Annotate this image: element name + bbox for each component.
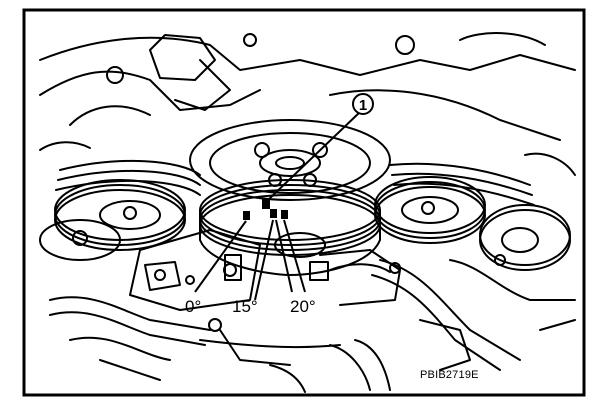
leader-line-0: [194, 220, 247, 293]
timing-mark-15: [270, 209, 277, 218]
leader-line-20a: [275, 219, 293, 293]
timing-label-15: 15°: [232, 297, 258, 316]
figure-frame: [22, 8, 586, 397]
leader-lines: [194, 111, 361, 301]
callout-circle: [352, 93, 374, 115]
leader-line-callout: [267, 111, 361, 201]
callout-number: 1: [359, 97, 367, 114]
timing-mark-20: [281, 210, 288, 219]
timing-label-20: 20°: [290, 297, 316, 316]
figure-code: PBIB2719E: [420, 369, 479, 381]
leader-line-15: [254, 219, 274, 301]
timing-mark-0: [243, 211, 250, 220]
leader-line-20b: [283, 219, 306, 293]
timing-label-0: 0°: [185, 297, 201, 316]
engine-illustration: [39, 32, 576, 393]
pointer-mark: [262, 198, 270, 209]
timing-mark-group: [243, 198, 288, 220]
